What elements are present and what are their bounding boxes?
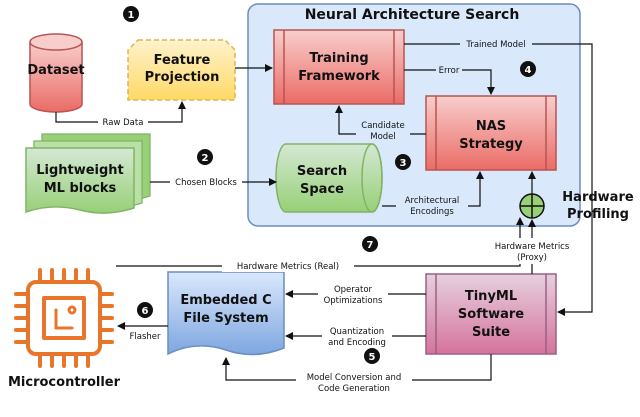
nas-strategy-node: NAS Strategy	[425, 95, 557, 171]
label-model-conv-2: Code Generation	[318, 384, 390, 394]
hw-profiling-label-1: Hardware	[562, 190, 634, 205]
label-quant-2: and Encoding	[328, 338, 386, 348]
tinyml-suite-node: TinyML Software Suite	[425, 273, 557, 355]
step-badge-4: 4	[520, 61, 536, 77]
label-model-conv-1: Model Conversion and	[307, 373, 402, 383]
label-quant-1: Quantization	[330, 327, 384, 337]
nas-strategy-label-1: NAS	[476, 119, 506, 134]
search-space-label-2: Space	[300, 182, 344, 197]
svg-text:3: 3	[400, 158, 407, 169]
feature-projection-label-2: Projection	[145, 70, 220, 85]
embedded-label-2: File System	[183, 311, 268, 326]
edge-labels: Raw Data Chosen Blocks Trained Model Err…	[98, 38, 580, 394]
svg-text:7: 7	[367, 240, 374, 251]
label-candidate-2: Model	[370, 132, 396, 142]
svg-text:6: 6	[142, 306, 149, 317]
label-chosen-blocks: Chosen Blocks	[175, 178, 237, 188]
search-space-node: Search Space	[275, 143, 383, 213]
label-operator-2: Optimizations	[324, 296, 383, 306]
hardware-profiling-node: Hardware Profiling	[519, 190, 634, 222]
step-badge-6: 6	[137, 302, 153, 318]
feature-projection-node: Feature Projection	[127, 39, 236, 101]
lightweight-blocks-node: Lightweight ML blocks	[25, 133, 151, 214]
tinyml-label-2: Software	[458, 307, 524, 322]
svg-text:1: 1	[128, 10, 135, 21]
training-label-1: Training	[309, 51, 368, 66]
step-badge-5: 5	[364, 348, 380, 364]
step-badge-1: 1	[123, 6, 139, 22]
svg-text:4: 4	[525, 65, 532, 76]
hw-profiling-label-2: Profiling	[567, 207, 629, 222]
embedded-fs-node: Embedded C File System	[167, 271, 285, 356]
label-hw-proxy-2: (Proxy)	[517, 253, 547, 263]
step-badge-7: 7	[362, 236, 378, 252]
nas-strategy-label-2: Strategy	[459, 137, 523, 152]
label-hw-real: Hardware Metrics (Real)	[237, 262, 339, 272]
label-flasher: Flasher	[130, 332, 162, 342]
feature-projection-label-1: Feature	[154, 53, 211, 68]
label-operator-1: Operator	[334, 285, 373, 295]
embedded-label-1: Embedded C	[180, 293, 271, 308]
lightweight-label-2: ML blocks	[44, 181, 117, 196]
step-badge-3: 3	[395, 154, 411, 170]
step-badges: 1 2 3 4 5 6 7	[123, 6, 536, 364]
dataset-node: Dataset	[27, 33, 85, 113]
training-framework-node: Training Framework	[273, 29, 405, 105]
training-label-2: Framework	[298, 69, 380, 84]
nas-title: Neural Architecture Search	[305, 7, 520, 23]
label-raw-data: Raw Data	[103, 118, 144, 128]
microcontroller-label: Microcontroller	[8, 375, 121, 390]
step-badge-2: 2	[197, 149, 213, 165]
label-candidate-1: Candidate	[361, 121, 404, 131]
svg-text:5: 5	[369, 352, 376, 363]
tinyml-label-3: Suite	[472, 325, 510, 340]
edge-error	[404, 69, 495, 95]
svg-text:2: 2	[202, 153, 209, 164]
label-hw-proxy-1: Hardware Metrics	[495, 242, 570, 252]
label-error: Error	[439, 66, 460, 76]
label-arch-1: Architectural	[405, 196, 460, 206]
label-arch-2: Encodings	[410, 207, 454, 217]
search-space-label-1: Search	[297, 164, 347, 179]
lightweight-label-1: Lightweight	[36, 163, 124, 178]
dataset-label: Dataset	[27, 63, 84, 78]
tinyml-label-1: TinyML	[465, 289, 517, 304]
microcontroller-icon	[14, 268, 114, 368]
label-trained-model: Trained Model	[465, 40, 525, 50]
